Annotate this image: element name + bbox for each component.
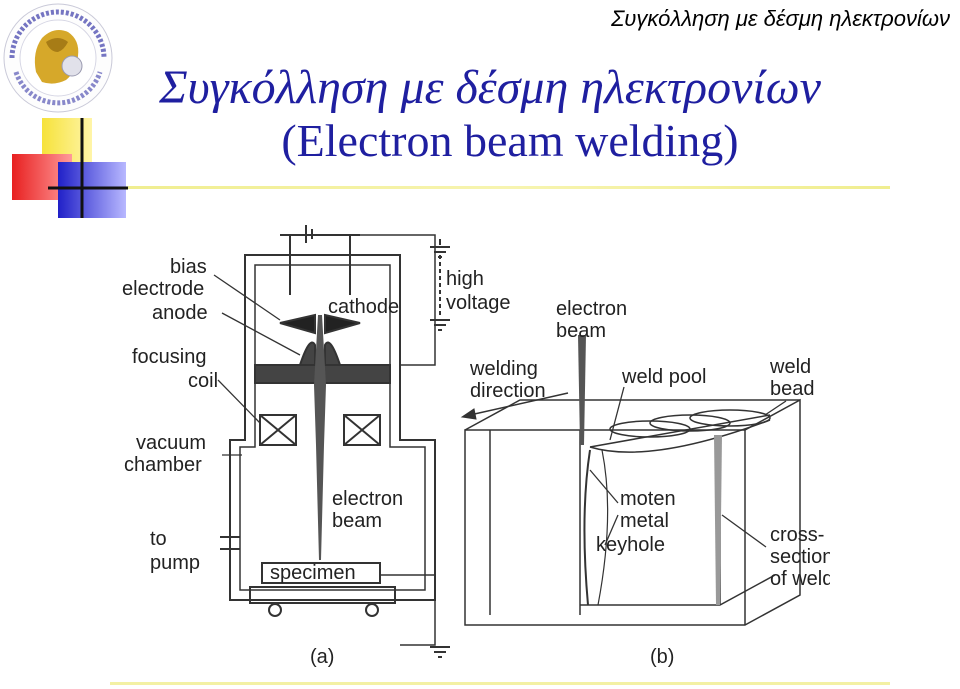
- label-beam-a: beam: [332, 510, 382, 532]
- label-focusing: focusing: [132, 346, 207, 368]
- label-high: high: [446, 268, 484, 290]
- label-keyhole: keyhole: [596, 534, 665, 556]
- label-electrode: electrode: [122, 278, 204, 300]
- slide-header-title: Συγκόλληση με δέσμη ηλεκτρονίων: [611, 6, 950, 31]
- label-weld: weld: [769, 356, 811, 378]
- caption-a: (a): [310, 646, 334, 668]
- label-section: section: [770, 546, 830, 568]
- label-moten: moten: [620, 488, 676, 510]
- label-to: to: [150, 528, 167, 550]
- decorative-squares: [12, 118, 128, 218]
- university-seal-logo: [3, 3, 113, 113]
- label-chamber: chamber: [124, 454, 202, 476]
- caption-b: (b): [650, 646, 674, 668]
- label-direction: direction: [470, 380, 546, 402]
- labels-a: bias electrode anode focusing coil vacuu…: [122, 256, 511, 668]
- slide-title-english: (Electron beam welding): [281, 115, 739, 166]
- label-electron-a: electron: [332, 488, 403, 510]
- label-electron-b: electron: [556, 298, 627, 320]
- label-bias: bias: [170, 256, 207, 278]
- label-welding: welding: [469, 358, 538, 380]
- electron-beam-welding-diagram: bias electrode anode focusing coil vacuu…: [122, 225, 830, 668]
- footer-divider: [110, 682, 890, 685]
- label-weld-pool: weld pool: [621, 366, 707, 388]
- slide-title-greek: Συγκόλληση με δέσμη ηλεκτρονίων: [159, 61, 821, 114]
- label-cathode: cathode: [328, 296, 399, 318]
- electron-beam-a: [314, 315, 326, 560]
- label-metal: metal: [620, 510, 669, 532]
- diagram-a-gun: [220, 225, 450, 658]
- label-anode: anode: [152, 302, 208, 324]
- welding-direction-arrow: [460, 392, 569, 420]
- label-vacuum: vacuum: [136, 432, 206, 454]
- label-beam-b: beam: [556, 320, 606, 342]
- label-of-weld: of weld: [770, 568, 830, 590]
- label-specimen: specimen: [270, 562, 356, 584]
- diagram-b-workpiece: [464, 398, 801, 626]
- cross-section-of-weld: [714, 435, 722, 605]
- label-cross: cross-: [770, 524, 824, 546]
- labels-b: electron beam welding direction weld poo…: [469, 298, 830, 668]
- title-divider: [128, 186, 890, 189]
- label-voltage: voltage: [446, 292, 511, 314]
- label-pump: pump: [150, 552, 200, 574]
- leader-lines-a: [213, 274, 301, 456]
- electron-beam-b: [578, 335, 586, 445]
- label-bead: bead: [770, 378, 815, 400]
- leader-lines-b: [589, 386, 787, 548]
- label-coil: coil: [188, 370, 218, 392]
